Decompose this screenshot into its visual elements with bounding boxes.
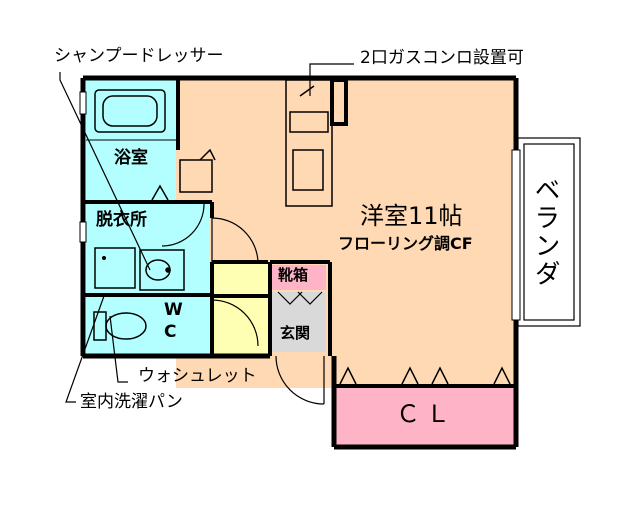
label-closet: ＣＬ (396, 400, 456, 428)
dressing-window (79, 221, 87, 243)
balcony-outline (517, 137, 581, 327)
shoe-box-fill (272, 265, 326, 290)
callout-lines (59, 63, 354, 403)
toilet (93, 311, 147, 341)
laundry-drain (102, 256, 106, 260)
label-wc-w: W (164, 300, 183, 320)
label-shampoo-dresser: シャンプードレッサー (54, 46, 224, 66)
kitchen-stove (285, 78, 348, 207)
wc-fill (86, 296, 210, 354)
laundry-pan (94, 247, 136, 289)
closet-fill (336, 387, 514, 445)
label-dressing-room: 脱衣所 (96, 210, 147, 230)
bath-window (79, 91, 87, 115)
label-laundry-pan: 室内洗濯パン (80, 392, 183, 412)
shoe-box-marks (277, 291, 323, 305)
balcony-window (511, 149, 521, 321)
label-bath: 浴室 (114, 148, 148, 168)
closet-markers (339, 366, 511, 385)
label-wc-c: C (164, 322, 177, 342)
label-flooring: フローリング調CF (338, 234, 473, 253)
door-swings (161, 203, 325, 405)
label-shoe-box: 靴箱 (278, 266, 309, 284)
entrance-fill (272, 292, 326, 352)
kitchen-counter (179, 148, 216, 193)
label-balcony: ベランダ (530, 176, 560, 288)
bathtub (94, 89, 166, 133)
bath-door-marker (151, 184, 169, 201)
washbasin (139, 249, 185, 291)
label-western-room: 洋室11帖 (360, 202, 463, 230)
label-stove: 2口ガスコンロ設置可 (360, 48, 524, 68)
label-entrance: 玄関 (280, 324, 311, 342)
interior-walls (85, 80, 516, 388)
label-washlet: ウォシュレット (138, 366, 257, 386)
